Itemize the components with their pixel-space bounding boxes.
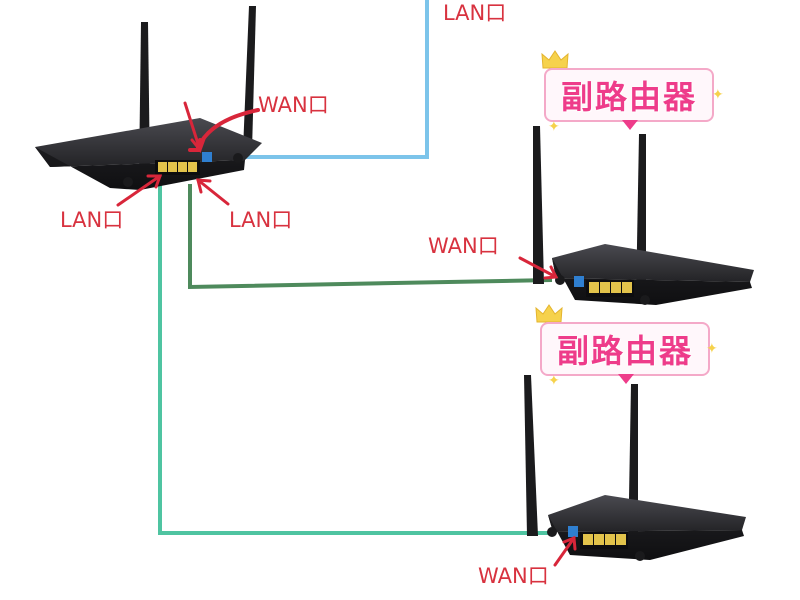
lan-port-label-top: LAN口 <box>443 1 507 25</box>
sub-router-2-icon <box>524 375 746 561</box>
lan-port-label-left: LAN口 <box>60 208 124 232</box>
red-arrow-icon <box>518 256 559 280</box>
crown-icon <box>535 304 563 323</box>
sparkle-icon: ✦ <box>706 341 718 357</box>
wan-port-label-main: WAN口 <box>258 93 329 117</box>
wan-port-label-sub1: WAN口 <box>428 234 499 258</box>
sparkle-icon: ✦ <box>548 119 560 135</box>
sub-router-2-title: 副路由器 <box>556 332 693 370</box>
wan-port-label-sub2: WAN口 <box>478 564 549 588</box>
sparkle-icon: ✦ <box>548 373 560 389</box>
badge-pointer <box>618 374 634 384</box>
badge-pointer <box>622 120 638 130</box>
sub-router-1-title: 副路由器 <box>560 78 697 116</box>
red-arrow-icon <box>553 535 577 567</box>
cable-green-main-to-sub1 <box>188 184 553 290</box>
lan-port-label-right: LAN口 <box>229 208 293 232</box>
sparkle-icon: ✦ <box>712 87 724 103</box>
cable-blue-main-to-lan <box>205 0 429 159</box>
cable-teal-main-to-sub2 <box>158 185 548 535</box>
red-arrow-icon <box>116 174 163 207</box>
red-arrow-icon <box>196 178 230 206</box>
crown-icon <box>541 50 569 69</box>
main-router-icon <box>35 6 262 190</box>
red-arrow-icon <box>183 101 206 154</box>
sub-router-1-badge: 副路由器 <box>544 68 714 130</box>
sub-router-1-icon <box>533 126 754 305</box>
sub-router-2-badge: 副路由器 <box>540 322 710 384</box>
